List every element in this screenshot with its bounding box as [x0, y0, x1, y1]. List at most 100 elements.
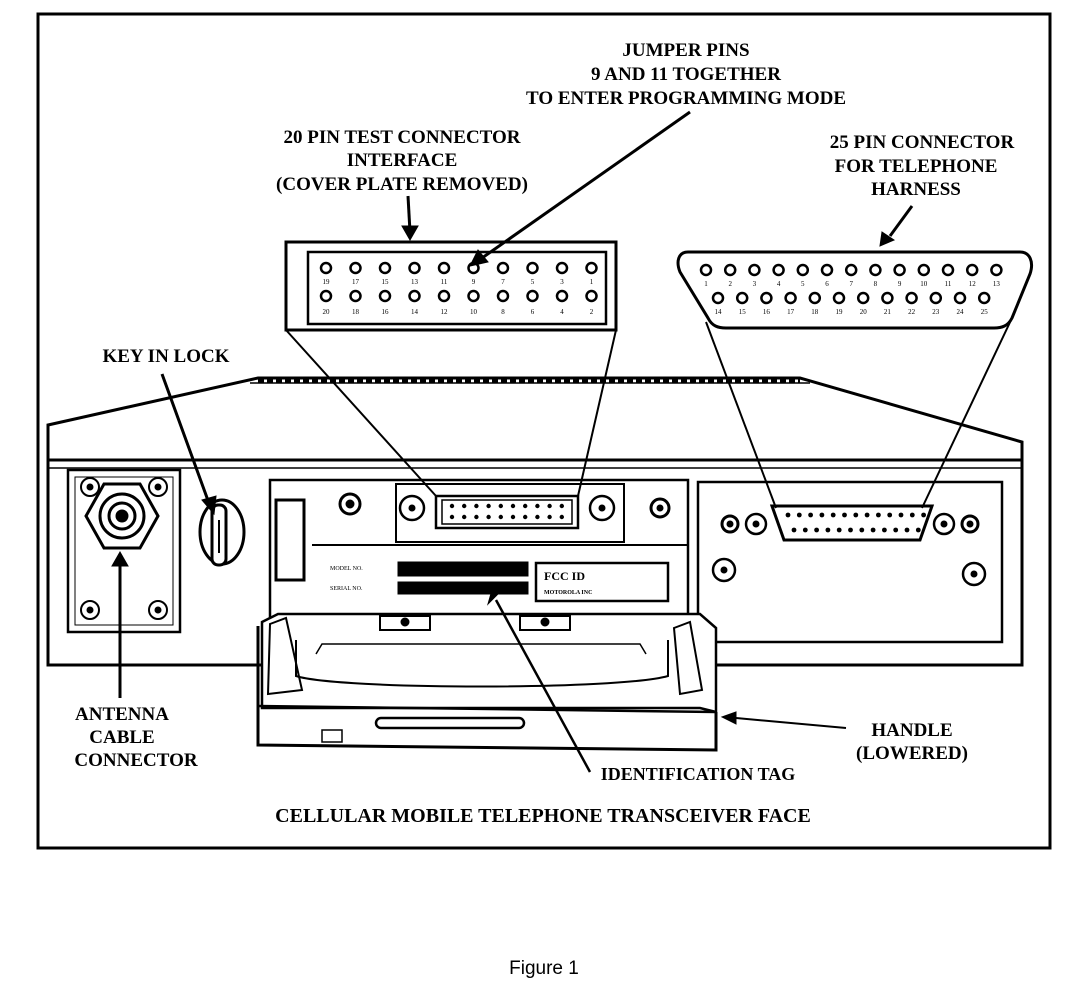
small-harness-pin [791, 527, 797, 533]
handle-arrow [735, 717, 847, 729]
test-pin [526, 261, 539, 275]
figure-frame [36, 12, 1052, 850]
fcc-id-label: FCC ID [544, 569, 585, 583]
test-connector-pins-small [449, 503, 564, 520]
small-harness-pin [796, 512, 802, 518]
harness-pin-number: 8 [874, 280, 878, 288]
small-harness-pin [808, 512, 813, 518]
test-pin-number: 19 [323, 278, 331, 286]
test-pin [349, 289, 362, 303]
small-harness-pin [848, 527, 853, 533]
small-test-pin [462, 503, 467, 509]
test-pin [467, 289, 480, 303]
test-pin [319, 261, 333, 275]
identification-plate: MODEL NO. SERIAL NO. FCC ID MOTOROLA INC [330, 561, 670, 603]
harness-pin [844, 263, 858, 277]
test-pin [555, 261, 569, 275]
test-pin-number: 7 [501, 278, 505, 286]
id-tag-arrow [494, 599, 592, 773]
harness-pin [977, 291, 991, 305]
small-test-pin [547, 503, 552, 509]
harness-pin-number: 12 [969, 280, 977, 288]
harness-pin [856, 291, 870, 305]
test-pin-number: 20 [323, 308, 331, 316]
small-test-pin [474, 514, 479, 520]
harness-pin-number: 23 [932, 308, 940, 316]
manufacturer-label: MOTOROLA INC [544, 590, 592, 596]
test-pin-number: 9 [472, 278, 476, 286]
harness-pin [941, 263, 955, 277]
small-test-pin [449, 514, 455, 520]
small-harness-pin [882, 527, 887, 533]
small-harness-pin [836, 527, 842, 533]
small-test-pin [523, 503, 528, 509]
small-harness-pin [887, 512, 893, 518]
small-harness-pin [864, 512, 870, 518]
test-pin [555, 289, 569, 303]
harness-pin-number: 1 [704, 280, 708, 288]
test-pin-number: 4 [560, 308, 564, 316]
test-connector-label-line3: (COVER PLATE REMOVED) [276, 174, 528, 195]
key-arrow [160, 373, 212, 507]
small-harness-pin [870, 527, 876, 533]
small-harness-pin [921, 512, 926, 518]
small-harness-pin [853, 512, 859, 518]
small-test-pin [547, 514, 552, 520]
harness-pin [772, 263, 785, 277]
handle-label-line2: (LOWERED) [856, 743, 968, 764]
small-harness-pin [876, 512, 881, 518]
small-harness-pin [909, 512, 915, 518]
harness-pin-number: 16 [763, 308, 771, 316]
test-pin-number: 5 [531, 278, 535, 286]
small-harness-pin [814, 527, 819, 533]
harness-pin-number: 15 [739, 308, 747, 316]
harness-pin [723, 263, 737, 277]
harness-pin-number: 3 [753, 280, 757, 288]
harness-pin [748, 263, 761, 277]
harness-pin-number: 11 [945, 280, 952, 288]
harness-pin-number: 4 [777, 280, 781, 288]
antenna-label-line3: CONNECTOR [74, 750, 197, 771]
harness-pin [953, 291, 967, 305]
small-test-pin [559, 503, 564, 509]
jumper-label-line2: 9 AND 11 TOGETHER [591, 64, 781, 85]
harness-pin [796, 263, 810, 277]
harness-pin-number: 22 [908, 308, 916, 316]
harness-pin [735, 291, 749, 305]
small-harness-pin [802, 527, 808, 533]
harness-pin-number: 17 [787, 308, 795, 316]
small-harness-pin [842, 512, 847, 518]
harness-pin-number: 20 [860, 308, 868, 316]
harness-label-line1: 25 PIN CONNECTOR [830, 132, 1015, 153]
test-pin-number: 1 [590, 278, 594, 286]
test-pin-number: 18 [352, 308, 360, 316]
test-pin-number: 8 [501, 308, 505, 316]
leader-lines [111, 110, 914, 773]
harness-pin [711, 291, 725, 305]
harness-pin [760, 291, 773, 305]
harness-pin-number: 24 [957, 308, 965, 316]
small-harness-pin [893, 527, 899, 533]
harness-pin-number: 19 [836, 308, 844, 316]
test-pin [585, 289, 598, 303]
test-pin-number: 13 [411, 278, 419, 286]
small-harness-pin [819, 512, 825, 518]
harness-pin [784, 291, 797, 305]
small-test-pin [449, 503, 455, 509]
jumper-label-line3: TO ENTER PROGRAMMING MODE [526, 88, 846, 109]
test-connector-label-line1: 20 PIN TEST CONNECTOR [283, 127, 520, 148]
small-test-pin [462, 514, 467, 520]
handle-label-line1: HANDLE [871, 720, 952, 741]
center-panel [268, 478, 690, 630]
small-harness-pin [904, 527, 910, 533]
test-pin [585, 261, 598, 275]
harness-pin [929, 291, 943, 305]
antenna-label-line2: CABLE [89, 727, 154, 748]
test-pin [378, 289, 392, 303]
harness-label-line3: HARNESS [871, 179, 961, 200]
small-test-pin [510, 503, 516, 509]
harness-pin-number: 18 [811, 308, 819, 316]
harness-pin [820, 263, 834, 277]
antenna-plate [66, 468, 182, 634]
